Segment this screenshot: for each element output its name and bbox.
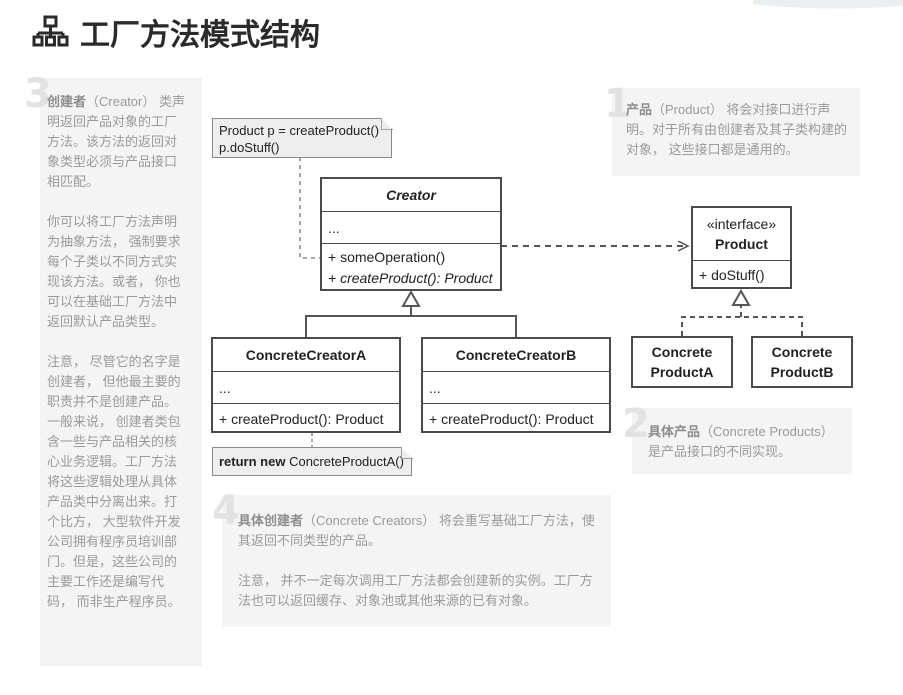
product-note: 1 产品（Product） 将会对接口进行声明。对于所有由创建者及其子类构建的对… bbox=[604, 84, 860, 176]
interface-header: «interface» Product bbox=[693, 208, 790, 261]
code-rest: ConcreteProductA() bbox=[285, 454, 404, 469]
code-keyword: return new bbox=[219, 454, 286, 469]
page-title-row: 工厂方法模式结构 bbox=[32, 12, 320, 52]
hierarchy-icon bbox=[32, 15, 70, 49]
class-method: + createProduct(): Product bbox=[429, 410, 594, 427]
class-methods: + someOperation() + createProduct(): Pro… bbox=[322, 244, 500, 291]
inheritance-triangle-creator bbox=[401, 289, 421, 307]
class-name: Concrete ProductB bbox=[770, 344, 834, 380]
class-concrete-creator-b: ConcreteCreatorB ... + createProduct(): … bbox=[421, 337, 611, 433]
realization-line-products bbox=[681, 306, 803, 336]
realization-triangle-product bbox=[731, 288, 751, 306]
class-name: Creator bbox=[322, 179, 500, 212]
stereotype: «interface» bbox=[706, 216, 777, 232]
creator-note-para-2: 你可以将工厂方法声明为抽象方法， 强制要求每个子类以不同方式实现该方法。或者， … bbox=[47, 214, 181, 329]
class-concrete-product-b: Concrete ProductB bbox=[751, 336, 853, 388]
concrete-products-term: 具体产品 bbox=[648, 424, 701, 439]
creator-term: 创建者 bbox=[47, 94, 87, 109]
class-method: + createProduct(): Product bbox=[219, 410, 384, 427]
concrete-creators-para-1: 具体创建者（Concrete Creators） 将会重写基础工厂方法，使其返回… bbox=[238, 513, 595, 548]
note-number: 2 bbox=[622, 401, 650, 447]
note-number: 3 bbox=[24, 71, 52, 117]
code-line-1: Product p = createProduct() bbox=[219, 123, 380, 138]
product-term: 产品 bbox=[626, 102, 653, 117]
product-note-text: （Product） 将会对接口进行声明。对于所有由创建者及其子类构建的对象， 这… bbox=[626, 102, 848, 157]
creator-note-para-1: 创建者（Creator） 类声明返回产品对象的工厂方法。该方法的返回对象类型必须… bbox=[47, 94, 185, 189]
class-name: ConcreteCreatorB bbox=[423, 339, 609, 372]
class-fields: ... bbox=[213, 372, 399, 404]
note-anchor-line bbox=[299, 157, 320, 259]
class-method: + doStuff() bbox=[699, 266, 765, 283]
concrete-products-text: （Concrete Products） 是产品接口的不同实现。 bbox=[648, 424, 834, 459]
class-name: Concrete ProductA bbox=[650, 344, 714, 380]
class-name: ConcreteCreatorA bbox=[213, 339, 399, 372]
code-line-2: p.doStuff() bbox=[219, 140, 280, 155]
code-note-create: Product p = createProduct() p.doStuff() bbox=[212, 117, 393, 158]
concrete-creators-para-2: 注意， 并不一定每次调用工厂方法都会创建新的实例。工厂方法也可以返回缓存、对象池… bbox=[238, 573, 593, 608]
class-concrete-creator-a: ConcreteCreatorA ... + createProduct(): … bbox=[211, 337, 401, 433]
class-concrete-product-a: Concrete ProductA bbox=[631, 336, 733, 388]
method-someOperation: + someOperation() bbox=[328, 248, 446, 265]
page-title: 工厂方法模式结构 bbox=[80, 19, 320, 52]
interface-product: «interface» Product + doStuff() bbox=[691, 206, 792, 289]
decorative-swoosh bbox=[753, 0, 903, 9]
code-note-return: return new ConcreteProductA() bbox=[212, 446, 413, 476]
method-createProduct: + createProduct(): Product bbox=[328, 269, 493, 286]
concrete-products-note: 2 具体产品（Concrete Products） 是产品接口的不同实现。 bbox=[622, 404, 852, 474]
concrete-creators-note: 4 具体创建者（Concrete Creators） 将会重写基础工厂方法，使其… bbox=[212, 491, 611, 627]
note-number: 4 bbox=[212, 488, 240, 534]
class-creator: Creator ... + someOperation() + createPr… bbox=[320, 177, 502, 291]
creator-note: 3 创建者（Creator） 类声明返回产品对象的工厂方法。该方法的返回对象类型… bbox=[24, 74, 202, 666]
inheritance-line-creators bbox=[305, 305, 517, 338]
class-fields: ... bbox=[423, 372, 609, 404]
class-fields: ... bbox=[322, 212, 500, 244]
class-name: Product bbox=[715, 236, 768, 252]
note-number: 1 bbox=[604, 81, 632, 127]
creator-note-para-3: 注意， 尽管它的名字是创建者， 但他最主要的职责并不是创建产品。一般来说， 创建… bbox=[47, 354, 181, 609]
concrete-creators-term: 具体创建者 bbox=[238, 513, 304, 528]
